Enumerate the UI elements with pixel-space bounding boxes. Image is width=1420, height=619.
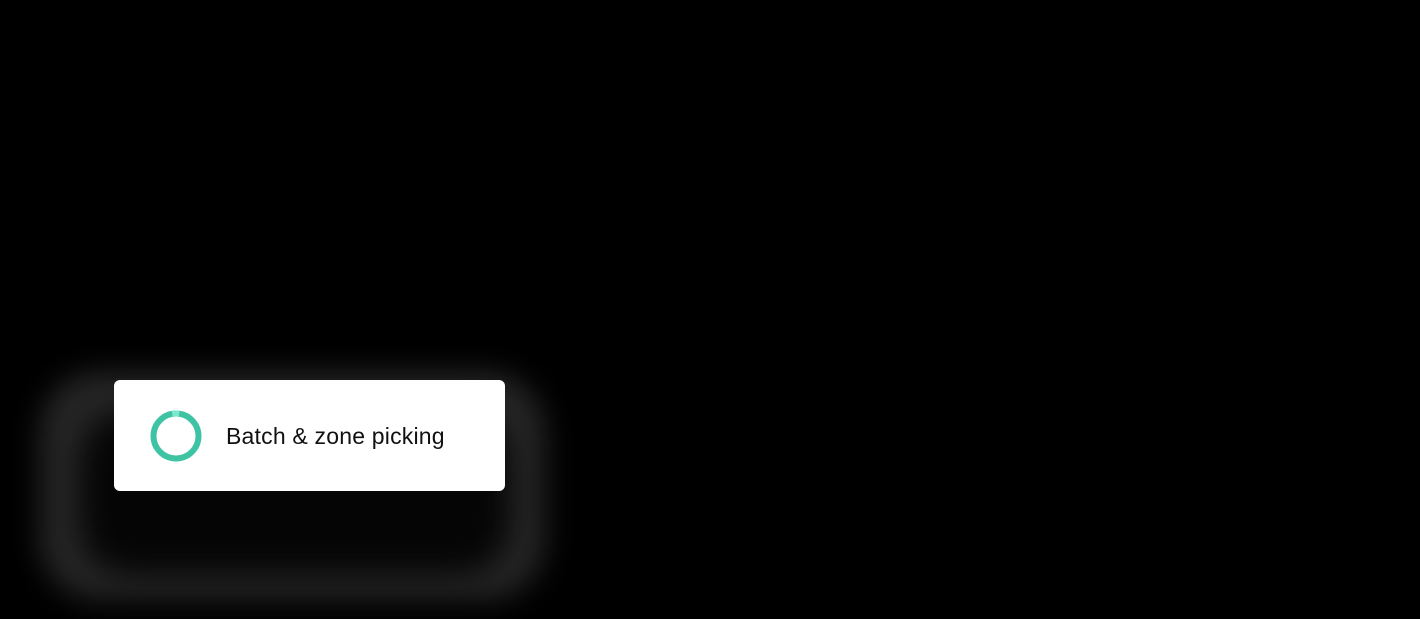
feature-label: Batch & zone picking [226, 423, 445, 449]
progress-ring-icon [150, 410, 202, 462]
feature-card: Batch & zone picking [114, 380, 505, 491]
